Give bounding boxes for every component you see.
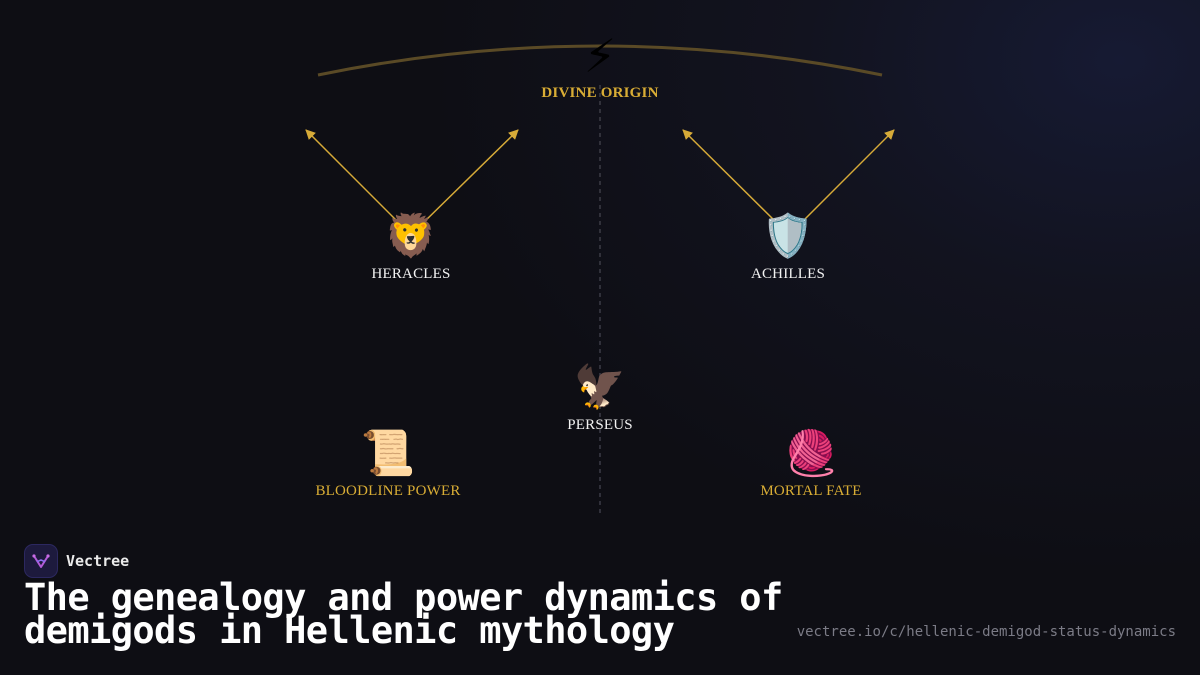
heracles-right-arrow — [420, 129, 519, 226]
mortal-fate-node: 🧶 MORTAL FATE — [760, 432, 861, 500]
shield-icon: 🛡️ — [761, 211, 815, 260]
lion-icon: 🦁 — [384, 211, 438, 260]
divine-arc — [317, 44, 883, 77]
scroll-icon: 📜 — [360, 428, 416, 479]
achilles-node: 🛡️ ACHILLES — [751, 215, 825, 283]
page-title: The genealogy and power dynamics of demi… — [24, 576, 783, 652]
page-url[interactable]: vectree.io/c/hellenic-demigod-status-dyn… — [796, 624, 1176, 640]
diagram-connectors — [305, 44, 895, 515]
eagle-icon: 🦅 — [573, 362, 627, 411]
brand: Vectree — [24, 544, 129, 578]
divine-origin-node: ⚡ DIVINE ORIGIN — [541, 33, 658, 102]
heracles-label: HERACLES — [371, 266, 451, 282]
heracles-left-arrow — [305, 129, 402, 226]
yarn-ball-icon: 🧶 — [783, 428, 839, 479]
brand-name: Vectree — [66, 552, 130, 570]
lightning-bolt-icon: ⚡ — [583, 29, 617, 83]
divine-origin-label: DIVINE ORIGIN — [541, 85, 659, 101]
bloodline-power-label: BLOODLINE POWER — [315, 483, 461, 499]
vectree-logo-icon — [24, 544, 58, 578]
heracles-node: 🦁 HERACLES — [371, 215, 450, 283]
achilles-left-arrow — [682, 129, 780, 226]
mortal-fate-label: MORTAL FATE — [760, 483, 862, 499]
perseus-label: PERSEUS — [567, 417, 633, 433]
perseus-node: 🦅 PERSEUS — [567, 366, 633, 434]
achilles-label: ACHILLES — [750, 266, 826, 282]
mythology-diagram: ⚡ DIVINE ORIGIN 🦁 HERACLES 🛡️ ACHILLES 🦅… — [305, 33, 895, 515]
achilles-right-arrow — [798, 129, 895, 226]
bloodline-power-node: 📜 BLOODLINE POWER — [315, 432, 460, 500]
